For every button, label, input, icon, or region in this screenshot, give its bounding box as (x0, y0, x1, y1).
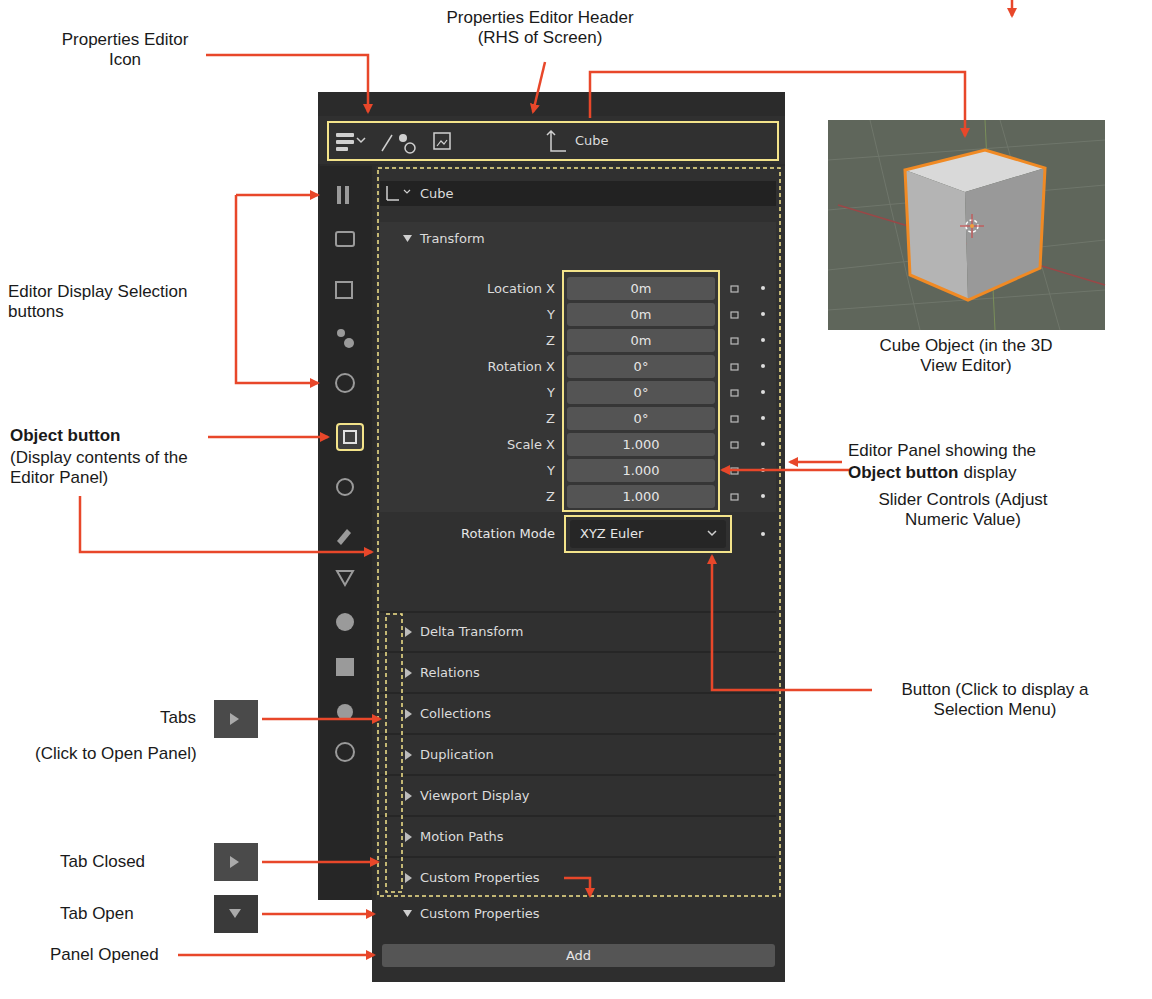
value-field-text: 1.000 (567, 433, 715, 456)
callout-label: Editor Panel showing the (848, 441, 1036, 461)
ui-label: Y (405, 303, 555, 326)
value-field-text: 0m (567, 329, 715, 352)
cube-viewport (828, 120, 1105, 330)
ui-label: Y (405, 381, 555, 404)
value-field-text: 0° (567, 407, 715, 430)
callout-label: Tabs (160, 708, 196, 728)
callout-label: Properties Editor Icon (45, 30, 205, 71)
callout-label: Cube Object (in the 3D View Editor) (866, 336, 1066, 377)
callout-label: Object button (848, 463, 958, 483)
ui-label: Custom Properties (420, 902, 540, 925)
dropdown-text: Rotation Mode (405, 520, 555, 548)
ui-label: Location X (405, 277, 555, 300)
ui-label: Transform (420, 227, 485, 250)
callout-label: Panel Opened (50, 945, 159, 965)
value-field-text: 0° (567, 381, 715, 404)
dropdown-text: XYZ Euler (580, 520, 643, 548)
callout-label: display (963, 463, 1016, 483)
ui-label: Viewport Display (420, 784, 530, 807)
ui-label: Custom Properties (420, 866, 540, 889)
value-field-text: 0m (567, 277, 715, 300)
tab-icon (214, 700, 258, 933)
value-field-text: 0m (567, 303, 715, 326)
ui-label: Cube (420, 182, 454, 205)
callout-label: Properties Editor Header (RHS of Screen) (430, 8, 650, 49)
value-field-text: 1.000 (567, 459, 715, 482)
ui-label: Delta Transform (420, 620, 523, 643)
callout-label: (Click to Open Panel) (35, 744, 275, 764)
callout-label: Slider Controls (Adjust Numeric Value) (858, 490, 1068, 531)
ui-label: Z (405, 329, 555, 352)
ui-label: Z (405, 407, 555, 430)
callout-label: Button (Click to display a Selection Men… (880, 680, 1110, 721)
value-field-text: Add (382, 944, 775, 967)
callout-label: (Display contents of the Editor Panel) (10, 448, 215, 489)
callout-label: Object button (10, 426, 120, 446)
callout-label: Editor Display Selection buttons (8, 282, 223, 323)
ui-label: Cube (575, 129, 609, 152)
ui-label: Rotation X (405, 355, 555, 378)
value-field-text: 1.000 (567, 485, 715, 508)
ui-label: Z (405, 485, 555, 508)
ui-label: Duplication (420, 743, 494, 766)
leader-arrows (80, 0, 1012, 955)
properties-editor (318, 92, 785, 900)
callout-label: Tab Closed (60, 852, 145, 872)
value-field-text: 0° (567, 355, 715, 378)
ui-label: Scale X (405, 433, 555, 456)
ui-label: Relations (420, 661, 480, 684)
ui-label: Y (405, 459, 555, 482)
callout-label: Tab Open (60, 904, 134, 924)
ui-label: Motion Paths (420, 825, 504, 848)
ui-label: Collections (420, 702, 491, 725)
opened-panel (372, 900, 785, 982)
